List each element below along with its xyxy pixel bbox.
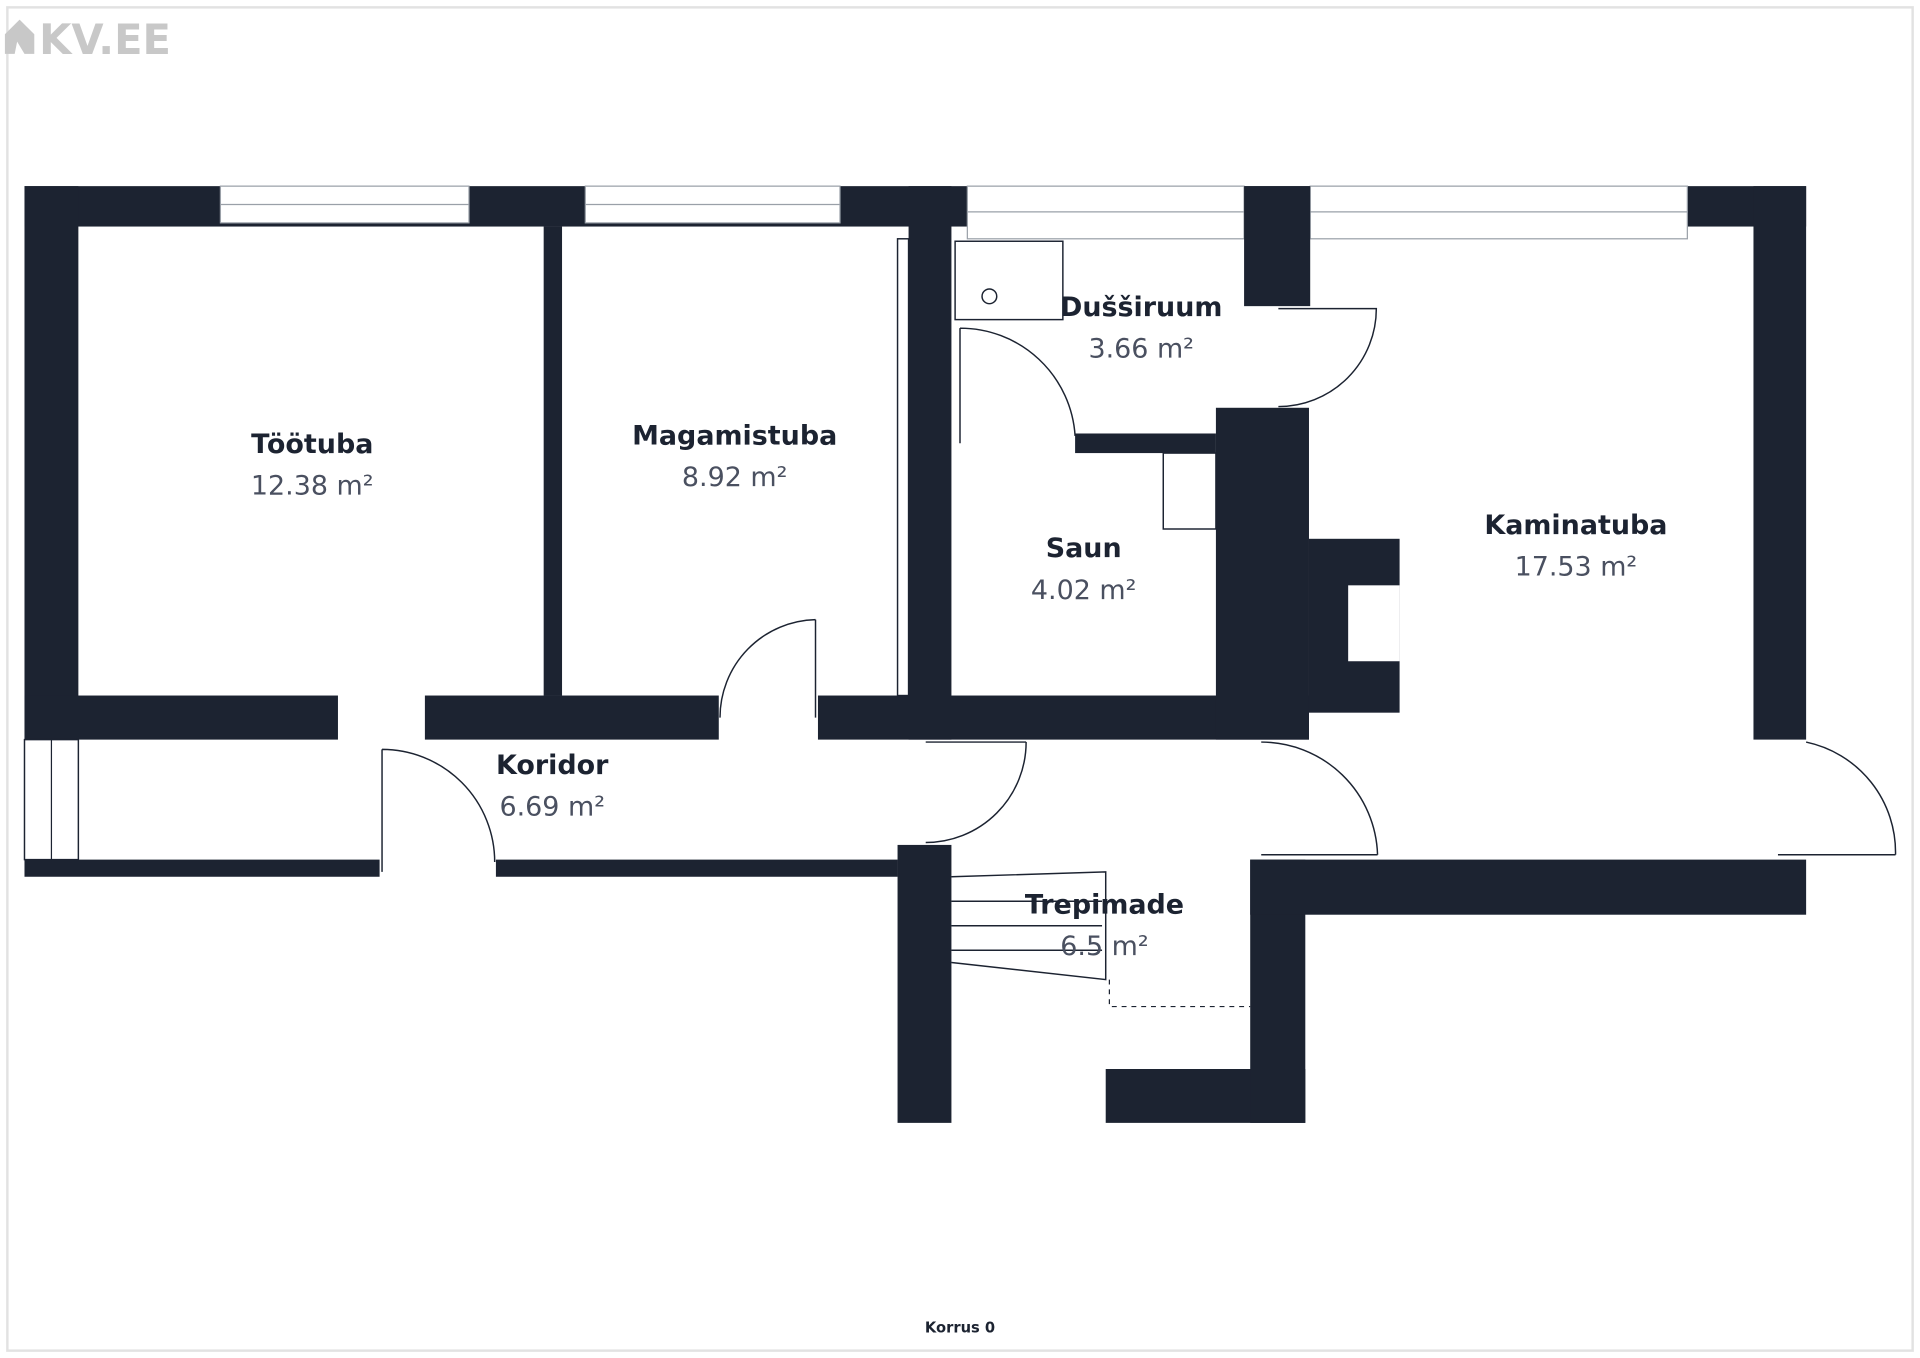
room-name-magamistuba: Magamistuba [632,421,837,452]
room-name-saun: Saun [1046,533,1122,564]
room-area-trepimade: 6.5 m² [1060,931,1148,962]
doors [381,307,1897,1008]
room-area-tootuba: 12.38 m² [251,471,374,502]
room-name-dussiruum: Dušširuum [1060,292,1222,323]
page-border [6,6,1914,1352]
room-name-kaminatuba: Kaminatuba [1484,510,1667,541]
room-area-magamistuba: 8.92 m² [682,462,788,493]
room-name-tootuba: Töötuba [251,429,373,460]
room-name-koridor: Koridor [496,750,609,781]
floor-label: Korrus 0 [925,1319,995,1336]
house-icon [4,19,35,54]
room-area-saun: 4.02 m² [1031,575,1137,606]
room-name-trepimade: Trepimade [1025,889,1184,920]
walls [23,185,1807,1123]
room-area-dussiruum: 3.66 m² [1088,334,1194,365]
room-area-koridor: 6.69 m² [499,792,605,823]
kv-logo: KV.EE [4,15,171,64]
logo-text: KV.EE [39,15,171,64]
room-labels: Töötuba 12.38 m² Magamistuba 8.92 m² Duš… [251,292,1668,962]
room-area-kaminatuba: 17.53 m² [1515,552,1638,583]
